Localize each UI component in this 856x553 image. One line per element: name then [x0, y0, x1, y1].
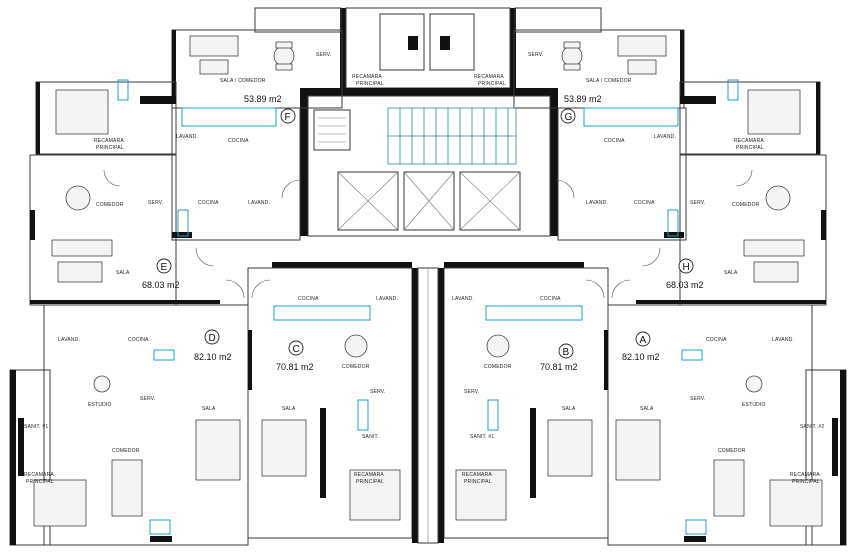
unit-letter-g: G	[565, 112, 573, 123]
unit-marker-c: C	[288, 340, 304, 356]
unit-letter-e: E	[161, 262, 168, 273]
unit-marker-b: B	[558, 343, 574, 359]
label-cocina-d: COCINA	[128, 337, 149, 343]
unit-marker-h: H	[678, 258, 694, 274]
unit-letter-a: A	[640, 335, 647, 346]
label-comedor-e: COMEDOR	[96, 202, 124, 208]
label-cocina-a: COCINA	[706, 337, 727, 343]
label-sanit-c: SANIT.	[362, 434, 379, 440]
counters	[117, 79, 739, 535]
unit-letter-f: F	[285, 112, 291, 123]
label-recamara-d: RECAMARA	[24, 472, 54, 478]
label-sala-e: SALA	[116, 270, 130, 276]
walls	[9, 7, 847, 546]
label-lavand-d: LAVAND.	[58, 337, 80, 343]
label-comedor-a: COMEDOR	[718, 448, 746, 454]
label-recamara-a: RECAMARA	[790, 472, 820, 478]
label-principal-g-top: PRINCIPAL	[478, 81, 506, 87]
label-lavand-c: LAVAND.	[376, 296, 398, 302]
label-principal-c: PRINCIPAL	[356, 479, 384, 485]
label-estudio-a: ESTUDIO	[742, 402, 766, 408]
label-sala-b: SALA	[562, 406, 576, 412]
label-principal-b: PRINCIPAL	[464, 479, 492, 485]
label-serv-f: SERV.	[316, 52, 331, 58]
label-sanit-1-d: SANIT. #1	[24, 424, 48, 430]
label-serv-h: SERV.	[690, 200, 705, 206]
label-serv-g: SERV.	[528, 52, 543, 58]
label-serv-a: SERV.	[690, 396, 705, 402]
label-sala-c: SALA	[282, 406, 296, 412]
label-cocina-g: COCINA	[604, 138, 625, 144]
unit-marker-e: E	[156, 258, 172, 274]
label-recamara-f: RECAMARA	[94, 138, 124, 144]
label-lavand-g: LAVAND.	[654, 134, 676, 140]
unit-marker-g: G	[560, 108, 576, 124]
area-unit-d: 82.10 m2	[194, 352, 232, 362]
label-recamara-g-top: RECAMARA	[474, 74, 504, 80]
label-cocina-b: COCINA	[540, 296, 561, 302]
unit-marker-d: D	[204, 329, 220, 345]
label-lavand-e: LAVAND.	[248, 200, 270, 206]
label-principal-d: PRINCIPAL	[26, 479, 54, 485]
area-unit-b: 70.81 m2	[540, 362, 578, 372]
label-recamara-f-top: RECAMARA	[352, 74, 382, 80]
label-serv-b: SERV.	[464, 389, 479, 395]
unit-areas: 53.89 m2 53.89 m2 68.03 m2 68.03 m2 82.1…	[142, 94, 704, 372]
area-unit-a: 82.10 m2	[622, 352, 660, 362]
label-recamara-c: RECAMARA	[354, 472, 384, 478]
label-principal-a: PRINCIPAL	[792, 479, 820, 485]
label-cocina-h: COCINA	[634, 200, 655, 206]
label-principal-f-top: PRINCIPAL	[356, 81, 384, 87]
label-cocina-f: COCINA	[228, 138, 249, 144]
label-sala-comedor-g: SALA / COMEDOR	[586, 78, 632, 84]
label-serv-e: SERV.	[148, 200, 163, 206]
label-lavand-a: LAVAND.	[772, 337, 794, 343]
label-recamara-g: RECAMARA	[734, 138, 764, 144]
label-serv-c: SERV.	[370, 389, 385, 395]
label-cocina-c: COCINA	[298, 296, 319, 302]
label-sanit-1-b: SANIT. #1	[470, 434, 494, 440]
unit-marker-a: A	[635, 331, 651, 347]
label-comedor-d: COMEDOR	[112, 448, 140, 454]
label-cocina-e: COCINA	[198, 200, 219, 206]
area-unit-f: 53.89 m2	[244, 94, 282, 104]
label-lavand-b: LAVAND.	[452, 296, 474, 302]
door-swings	[103, 169, 753, 299]
label-sala-a: SALA	[640, 406, 654, 412]
unit-markers: F G E H D A C B	[156, 108, 694, 359]
area-unit-e: 68.03 m2	[142, 280, 180, 290]
staircase	[313, 107, 517, 165]
label-comedor-b: COMEDOR	[484, 364, 512, 370]
label-sala-comedor-f: SALA / COMEDOR	[220, 78, 266, 84]
unit-marker-f: F	[280, 108, 296, 124]
label-comedor-h: COMEDOR	[732, 202, 760, 208]
label-principal-f: PRINCIPAL	[96, 145, 124, 151]
label-lavand-h: LAVAND.	[586, 200, 608, 206]
unit-letter-b: B	[563, 347, 570, 358]
label-recamara-b: RECAMARA	[462, 472, 492, 478]
area-unit-g: 53.89 m2	[564, 94, 602, 104]
label-estudio-d: ESTUDIO	[88, 402, 112, 408]
area-unit-h: 68.03 m2	[666, 280, 704, 290]
label-lavand-f: LAVAND.	[176, 134, 198, 140]
unit-letter-d: D	[209, 333, 216, 344]
label-sala-d: SALA	[202, 406, 216, 412]
label-principal-g: PRINCIPAL	[736, 145, 764, 151]
label-comedor-c: COMEDOR	[342, 364, 370, 370]
unit-letter-h: H	[683, 262, 690, 273]
area-unit-c: 70.81 m2	[276, 362, 314, 372]
furniture	[33, 35, 823, 527]
unit-letter-c: C	[293, 344, 300, 355]
label-serv-d: SERV.	[140, 396, 155, 402]
label-sanit-2-a: SANIT. #2	[800, 424, 824, 430]
label-sala-h: SALA	[724, 270, 738, 276]
room-labels: SALA / COMEDOR SALA / COMEDOR RECAMARA P…	[24, 52, 824, 485]
